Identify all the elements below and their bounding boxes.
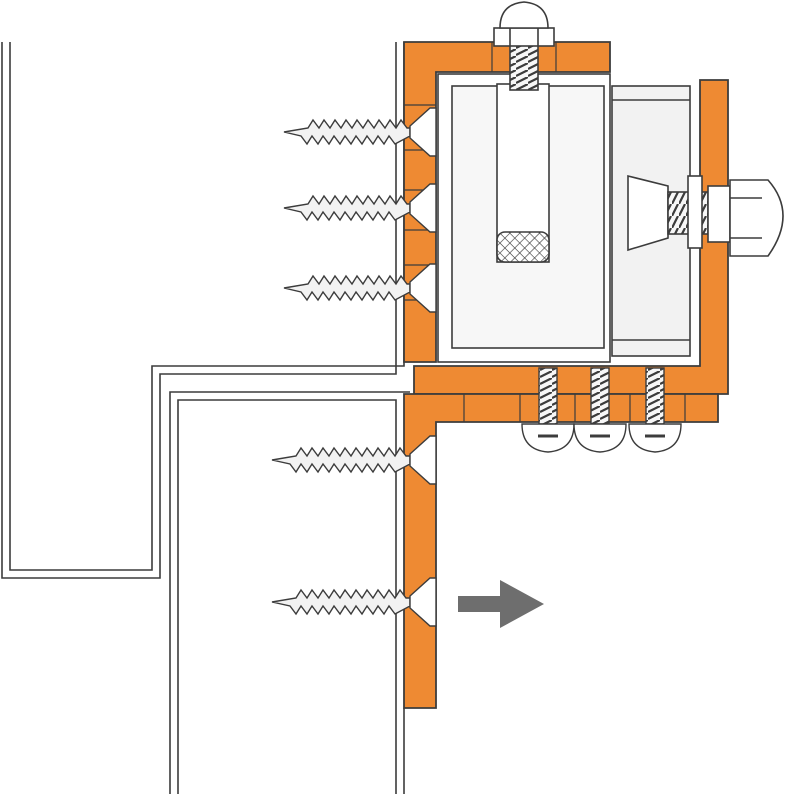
right-arrow-icon [458,580,544,628]
machine-screw [521,367,575,453]
sliding-bracket [403,79,729,709]
machine-screw [573,367,627,453]
fixed-bracket [403,41,611,363]
lock-bolt [627,174,784,257]
wood-screw [271,577,437,627]
wood-screw [283,263,437,313]
wood-screw [283,107,437,157]
door-profile [169,391,410,794]
wood-screws [271,107,437,627]
machine-screw [628,367,682,453]
wood-screw [283,183,437,233]
acorn-nut [493,1,555,47]
wood-screw [271,435,437,485]
machine-screws [521,367,682,453]
adjustment-bolt [496,41,550,263]
